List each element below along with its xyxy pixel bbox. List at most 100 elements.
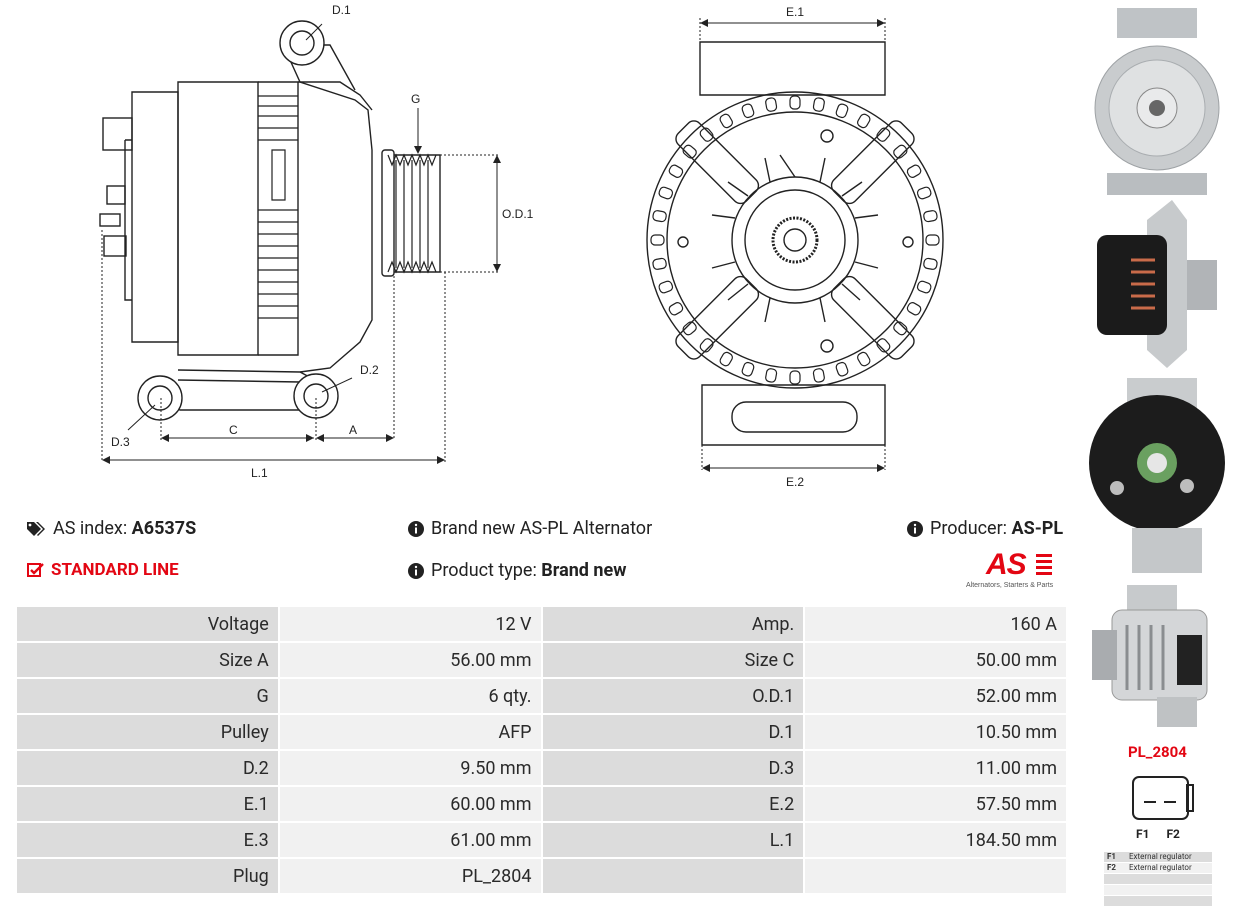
vent-slot [812,97,825,112]
spec-value: 57.50 mm [805,787,1066,821]
spec-key: E.1 [17,787,278,821]
product-type: Product type: Brand new [407,560,626,581]
label-od1: O.D.1 [502,207,534,221]
side-view-drawing: D.1 G O.D.1 D.2 D.3 C A L.1 [99,3,534,480]
standard-line-badge: STANDARD LINE [27,560,179,580]
vent-slot [916,280,932,294]
info-icon [407,520,425,538]
spec-value: 10.50 mm [805,715,1066,749]
producer: Producer: AS-PL [906,518,1063,539]
spec-value [805,859,1066,893]
spec-value: 56.00 mm [279,643,541,677]
label-l1: L.1 [251,466,268,480]
label-d2: D.2 [360,363,379,377]
vent-slot [650,234,665,246]
brand-new-note: Brand new AS-PL Alternator [407,518,652,539]
spec-key: E.2 [542,787,804,821]
spec-value: 6 qty. [279,679,541,713]
vent-slot [789,370,801,385]
vent-slot [668,302,684,316]
product-photo-rear[interactable] [1087,378,1227,578]
vent-slot [765,368,778,383]
spec-value: PL_2804 [279,859,541,893]
plug-pin-labels: F1 F2 [1136,827,1180,841]
spec-key: Size A [17,643,278,677]
logo-mark: AS [986,548,1027,581]
legend-row-empty [1104,885,1212,895]
vent-slot [835,103,849,119]
vent-slot [652,210,667,223]
spec-value: 184.50 mm [805,823,1066,857]
spec-value: 60.00 mm [279,787,541,821]
label-e1: E.1 [786,5,804,19]
spec-value: 52.00 mm [805,679,1066,713]
info-icon [906,520,924,538]
vent-slot [658,280,674,294]
as-index: AS index: A6537S [27,518,196,539]
producer-value: AS-PL [1011,518,1064,539]
vent-slot [765,97,778,112]
vent-slot [923,210,938,223]
label-e2: E.2 [786,475,804,489]
spec-key: L.1 [542,823,804,857]
spec-key: Amp. [542,607,804,641]
spec-value: AFP [279,715,541,749]
info-icon [407,562,425,580]
spec-key: O.D.1 [542,679,804,713]
spec-value: 50.00 mm [805,643,1066,677]
spec-value: 61.00 mm [279,823,541,857]
spec-key: G [17,679,278,713]
vent-slot [719,351,733,367]
vent-slot [925,234,940,246]
vent-slot [906,302,922,316]
vent-slot [658,186,674,200]
vent-slot [916,186,932,200]
spec-key: Plug [17,859,278,893]
spec-key: D.2 [17,751,278,785]
spec-value: 12 V [279,607,541,641]
vent-slot [812,368,825,383]
vent-slot [682,321,697,336]
spec-value: 160 A [805,607,1066,641]
logo-tagline: Alternators, Starters & Parts [966,582,1054,589]
vent-slot [893,144,908,159]
spec-key: Voltage [17,607,278,641]
vent-slot [857,351,871,367]
legend-row-empty [1104,896,1212,906]
product-photo-front[interactable] [1087,8,1227,198]
vent-slot [906,164,922,178]
as-index-value: A6537S [131,518,197,539]
plug-diagram [1132,776,1194,820]
spec-key: D.1 [542,715,804,749]
spec-key: Size C [542,643,804,677]
vent-slot [699,338,714,353]
front-view-drawing: E.1 E.2 [646,5,944,489]
vent-slot [719,113,733,129]
vent-slot [682,144,697,159]
product-type-value: Brand new [541,560,627,581]
product-photo-top[interactable] [1087,585,1227,730]
spec-value: 11.00 mm [805,751,1066,785]
checkbox-icon [27,562,45,578]
vent-slot [789,95,801,110]
vent-slot [893,321,908,336]
vent-slot [876,338,891,353]
plug-code: PL_2804 [1128,743,1187,761]
spec-key: E.3 [17,823,278,857]
label-d3: D.3 [111,435,130,449]
product-photo-side[interactable] [1087,200,1227,370]
pin-f1: F1 [1136,827,1150,841]
pin-f2: F2 [1166,827,1180,841]
vent-slot [741,103,755,119]
label-d1: D.1 [332,3,351,17]
vent-slot [699,127,714,142]
as-pl-logo: AS Alternators, Starters & Parts [966,548,1068,592]
